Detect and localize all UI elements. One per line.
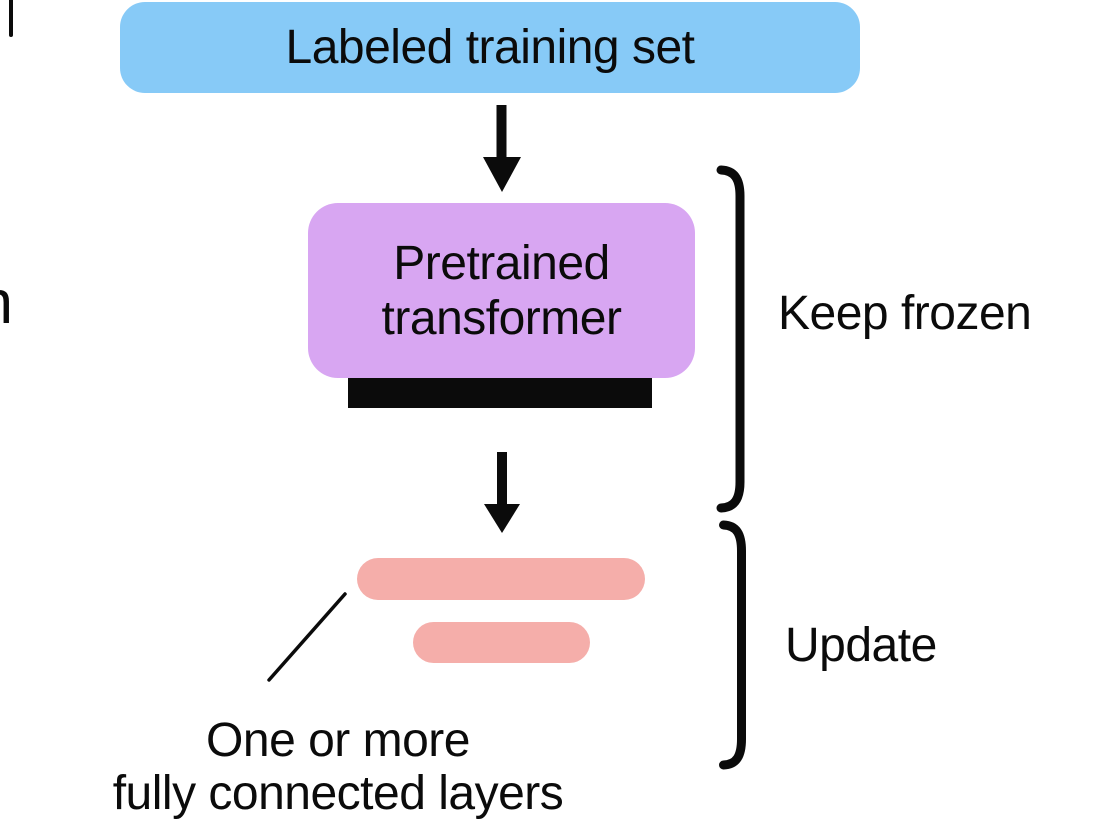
fc-layer-bar-2 bbox=[413, 622, 590, 663]
pretrained-transformer-label-line1: Pretrained bbox=[393, 236, 610, 290]
pretrained-transformer-label-line2: transformer bbox=[381, 291, 622, 345]
pretrained-transformer-label: Pretrained transformer bbox=[382, 236, 622, 346]
fc-layers-caption-line2: fully connected layers bbox=[112, 767, 564, 820]
pretrained-transformer-node: Pretrained transformer bbox=[308, 203, 695, 378]
labeled-training-set-label: Labeled training set bbox=[285, 21, 695, 74]
keep-frozen-bracket bbox=[716, 165, 745, 513]
fc-layers-caption-line1: One or more bbox=[206, 714, 470, 767]
update-bracket bbox=[719, 520, 746, 770]
keep-frozen-label: Keep frozen bbox=[778, 287, 1032, 340]
pointer-line bbox=[267, 592, 347, 682]
clipped-letter-n: n bbox=[0, 272, 13, 333]
fc-layer-bar-1 bbox=[357, 558, 645, 600]
update-label: Update bbox=[785, 619, 937, 672]
fc-layers-caption: One or more fully connected layers bbox=[78, 714, 598, 820]
clipped-glyph-fragment bbox=[9, 0, 13, 37]
down-arrow-icon-1 bbox=[483, 105, 521, 192]
down-arrow-icon-2 bbox=[484, 452, 520, 533]
transformer-base-bar bbox=[348, 377, 652, 408]
labeled-training-set-node: Labeled training set bbox=[120, 2, 860, 93]
